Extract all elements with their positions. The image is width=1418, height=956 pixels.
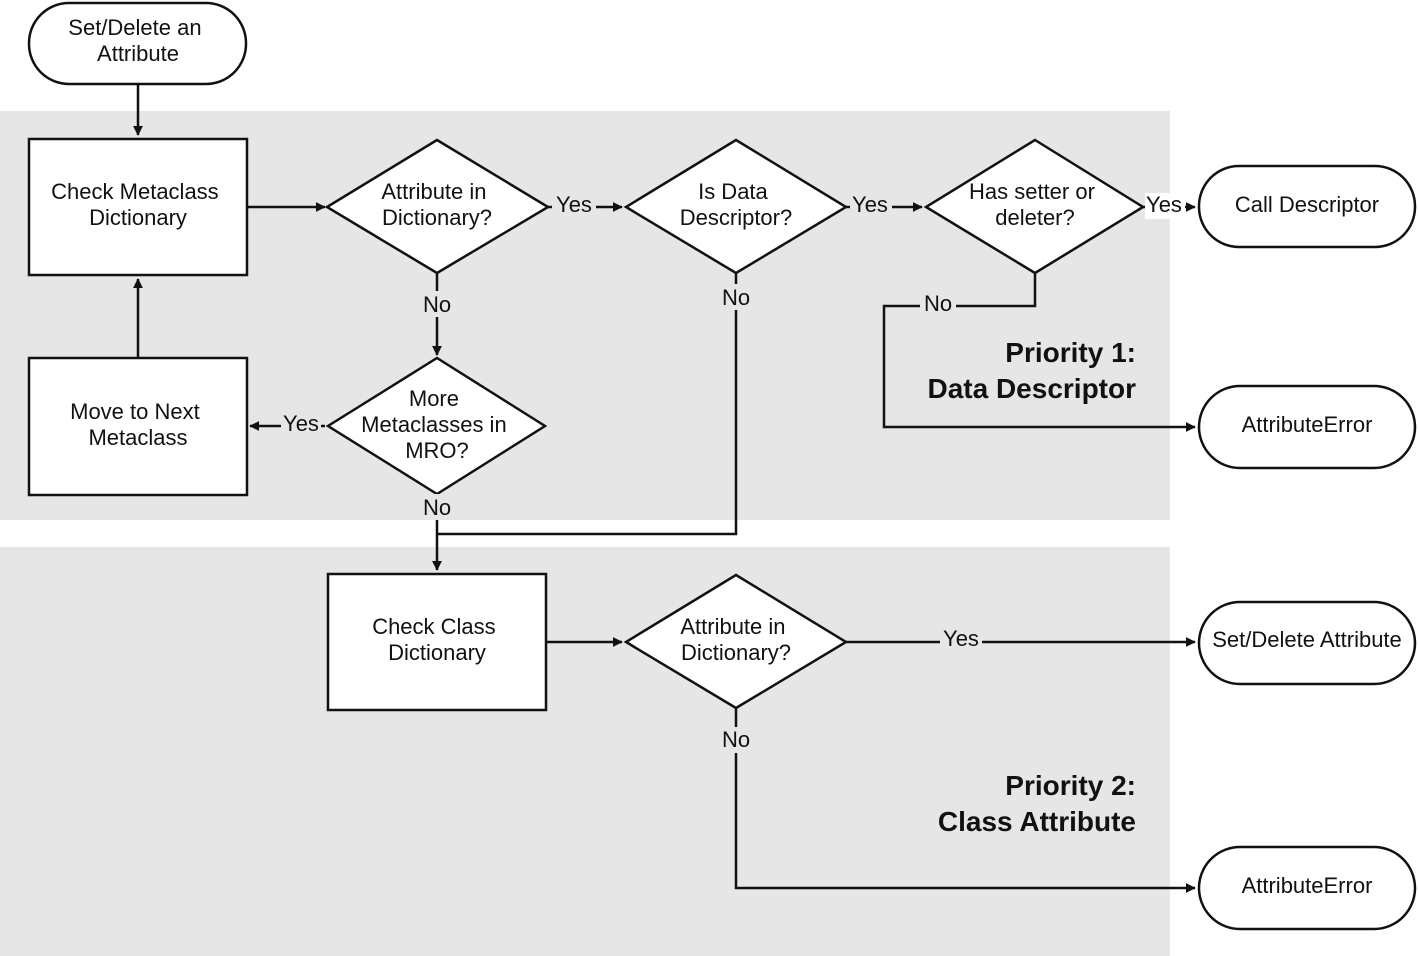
priority1-title-line1: Priority 1: <box>1005 337 1136 368</box>
edge-label-no-attr2: No <box>722 727 750 752</box>
edge-label-yes-more: Yes <box>283 411 319 436</box>
move-next-metaclass-label: Move to Next Metaclass <box>70 399 206 450</box>
attr-in-dictionary-label-2: Attribute in Dictionary? <box>680 614 791 665</box>
edge-label-yes-isdata: Yes <box>852 192 888 217</box>
set-delete-attribute-terminal <box>1197 600 1417 686</box>
edge-label-no-isdata: No <box>722 285 750 310</box>
priority1-title-line2: Data Descriptor <box>927 373 1136 404</box>
start-label: Set/Delete an Attribute <box>68 15 207 66</box>
call-descriptor-terminal <box>1197 164 1417 249</box>
priority2-title-line1: Priority 2: <box>1005 770 1136 801</box>
check-metaclass-box <box>27 137 249 277</box>
more-metaclasses-label: More Metaclasses in MRO? <box>361 386 513 463</box>
edge-label-yes-setter: Yes <box>1146 192 1182 217</box>
has-setter-label: Has setter or deleter? <box>969 179 1101 230</box>
attribute-error-label-2: AttributeError <box>1242 873 1373 898</box>
attribute-error-terminal-2 <box>1197 845 1417 931</box>
start-terminal <box>27 1 248 86</box>
edge-isdata-no <box>437 273 738 536</box>
edge-label-yes-attr1: Yes <box>556 192 592 217</box>
is-data-descriptor-decision <box>623 138 849 275</box>
move-next-metaclass-box <box>27 356 249 497</box>
edge-label-no-attr1: No <box>423 292 451 317</box>
check-class-dictionary-label: Check Class Dictionary <box>372 614 502 665</box>
attr-in-dictionary-decision-1 <box>324 138 551 275</box>
is-data-descriptor-label: Is Data Descriptor? <box>680 179 792 230</box>
attr-in-dictionary-decision-2 <box>623 573 849 710</box>
call-descriptor-label: Call Descriptor <box>1235 192 1379 217</box>
priority2-title-line2: Class Attribute <box>938 806 1136 837</box>
edge-label-no-setter: No <box>924 291 952 316</box>
edge-label-yes-attr2: Yes <box>943 626 979 651</box>
attribute-error-terminal-1 <box>1197 384 1417 470</box>
edge-labels: Yes Yes Yes No No No Yes No Yes No <box>281 192 1185 753</box>
edge-attr2-no <box>734 708 1196 893</box>
check-class-dictionary-box <box>326 572 548 712</box>
edge-label-no-more: No <box>423 495 451 520</box>
check-metaclass-label: Check Metaclass Dictionary <box>51 179 225 230</box>
attribute-error-label-1: AttributeError <box>1242 412 1373 437</box>
set-delete-attribute-label: Set/Delete Attribute <box>1212 627 1402 652</box>
edge-setter-no <box>882 273 1196 432</box>
priority2-band <box>0 547 1170 956</box>
has-setter-decision <box>923 138 1146 275</box>
attr-in-dictionary-label-1: Attribute in Dictionary? <box>381 179 492 230</box>
